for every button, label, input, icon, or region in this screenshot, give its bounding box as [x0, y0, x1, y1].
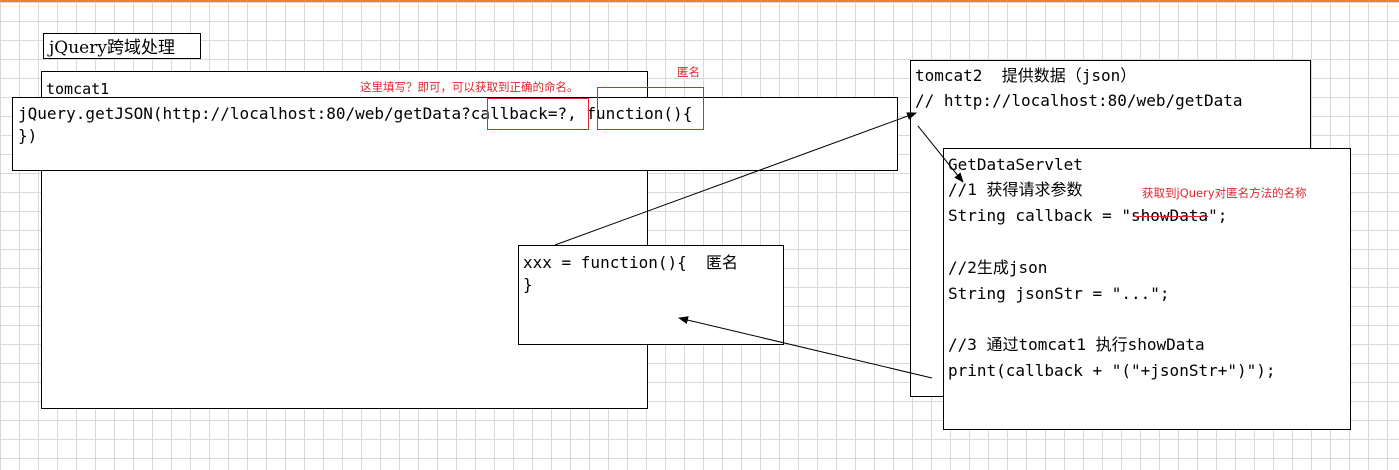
title-box: jQuery跨域处理	[43, 33, 201, 59]
getjson-box: jQuery.getJSON(http://localhost:80/web/g…	[12, 97, 898, 171]
xxx-function-box: xxx = function(){ 匿名 }	[518, 245, 784, 345]
tomcat1-label: tomcat1	[46, 80, 110, 98]
callback-decl: String callback =	[948, 206, 1122, 225]
callback-value: "showData"	[1121, 206, 1218, 225]
tomcat2-label: tomcat2 提供数据（json）	[915, 66, 1137, 85]
strike-line	[1133, 216, 1208, 217]
servlet-name: GetDataServlet	[948, 155, 1083, 174]
servlet-step1: //1 获得请求参数	[948, 180, 1083, 199]
servlet-box: GetDataServlet //1 获得请求参数 String callbac…	[943, 148, 1351, 430]
xxx-line2: }	[523, 275, 533, 294]
servlet-step3: //3 通过tomcat1 执行showData	[948, 335, 1205, 354]
callback-param: callback=?,	[470, 104, 577, 123]
servlet-step2: //2生成json	[948, 258, 1048, 277]
servlet-print: print(callback + "("+jsonStr+")");	[948, 361, 1276, 380]
getjson-line2: })	[18, 126, 38, 145]
getjson-url: jQuery.getJSON(http://localhost:80/web/g…	[18, 104, 471, 123]
function-highlight	[597, 87, 704, 130]
anonymous-note: 匿名	[677, 65, 700, 79]
servlet-jsonstr: String jsonStr = "...";	[948, 284, 1170, 303]
callback-semicolon: ;	[1217, 206, 1228, 225]
get-name-note: 获取到jQuery对匿名方法的名称	[1142, 186, 1307, 200]
diagram-title: jQuery跨域处理	[49, 38, 175, 58]
tomcat2-url: // http://localhost:80/web/getData	[915, 91, 1243, 110]
servlet-callback-line: String callback = "showData";	[948, 206, 1227, 226]
fill-here-note: 这里填写？即可，可以获取到正确的命名。	[360, 80, 579, 94]
xxx-line1: xxx = function(){ 匿名	[523, 253, 739, 272]
getjson-line1: jQuery.getJSON(http://localhost:80/web/g…	[18, 104, 692, 124]
top-accent-bar	[0, 0, 1399, 2]
callback-highlight	[487, 98, 589, 130]
